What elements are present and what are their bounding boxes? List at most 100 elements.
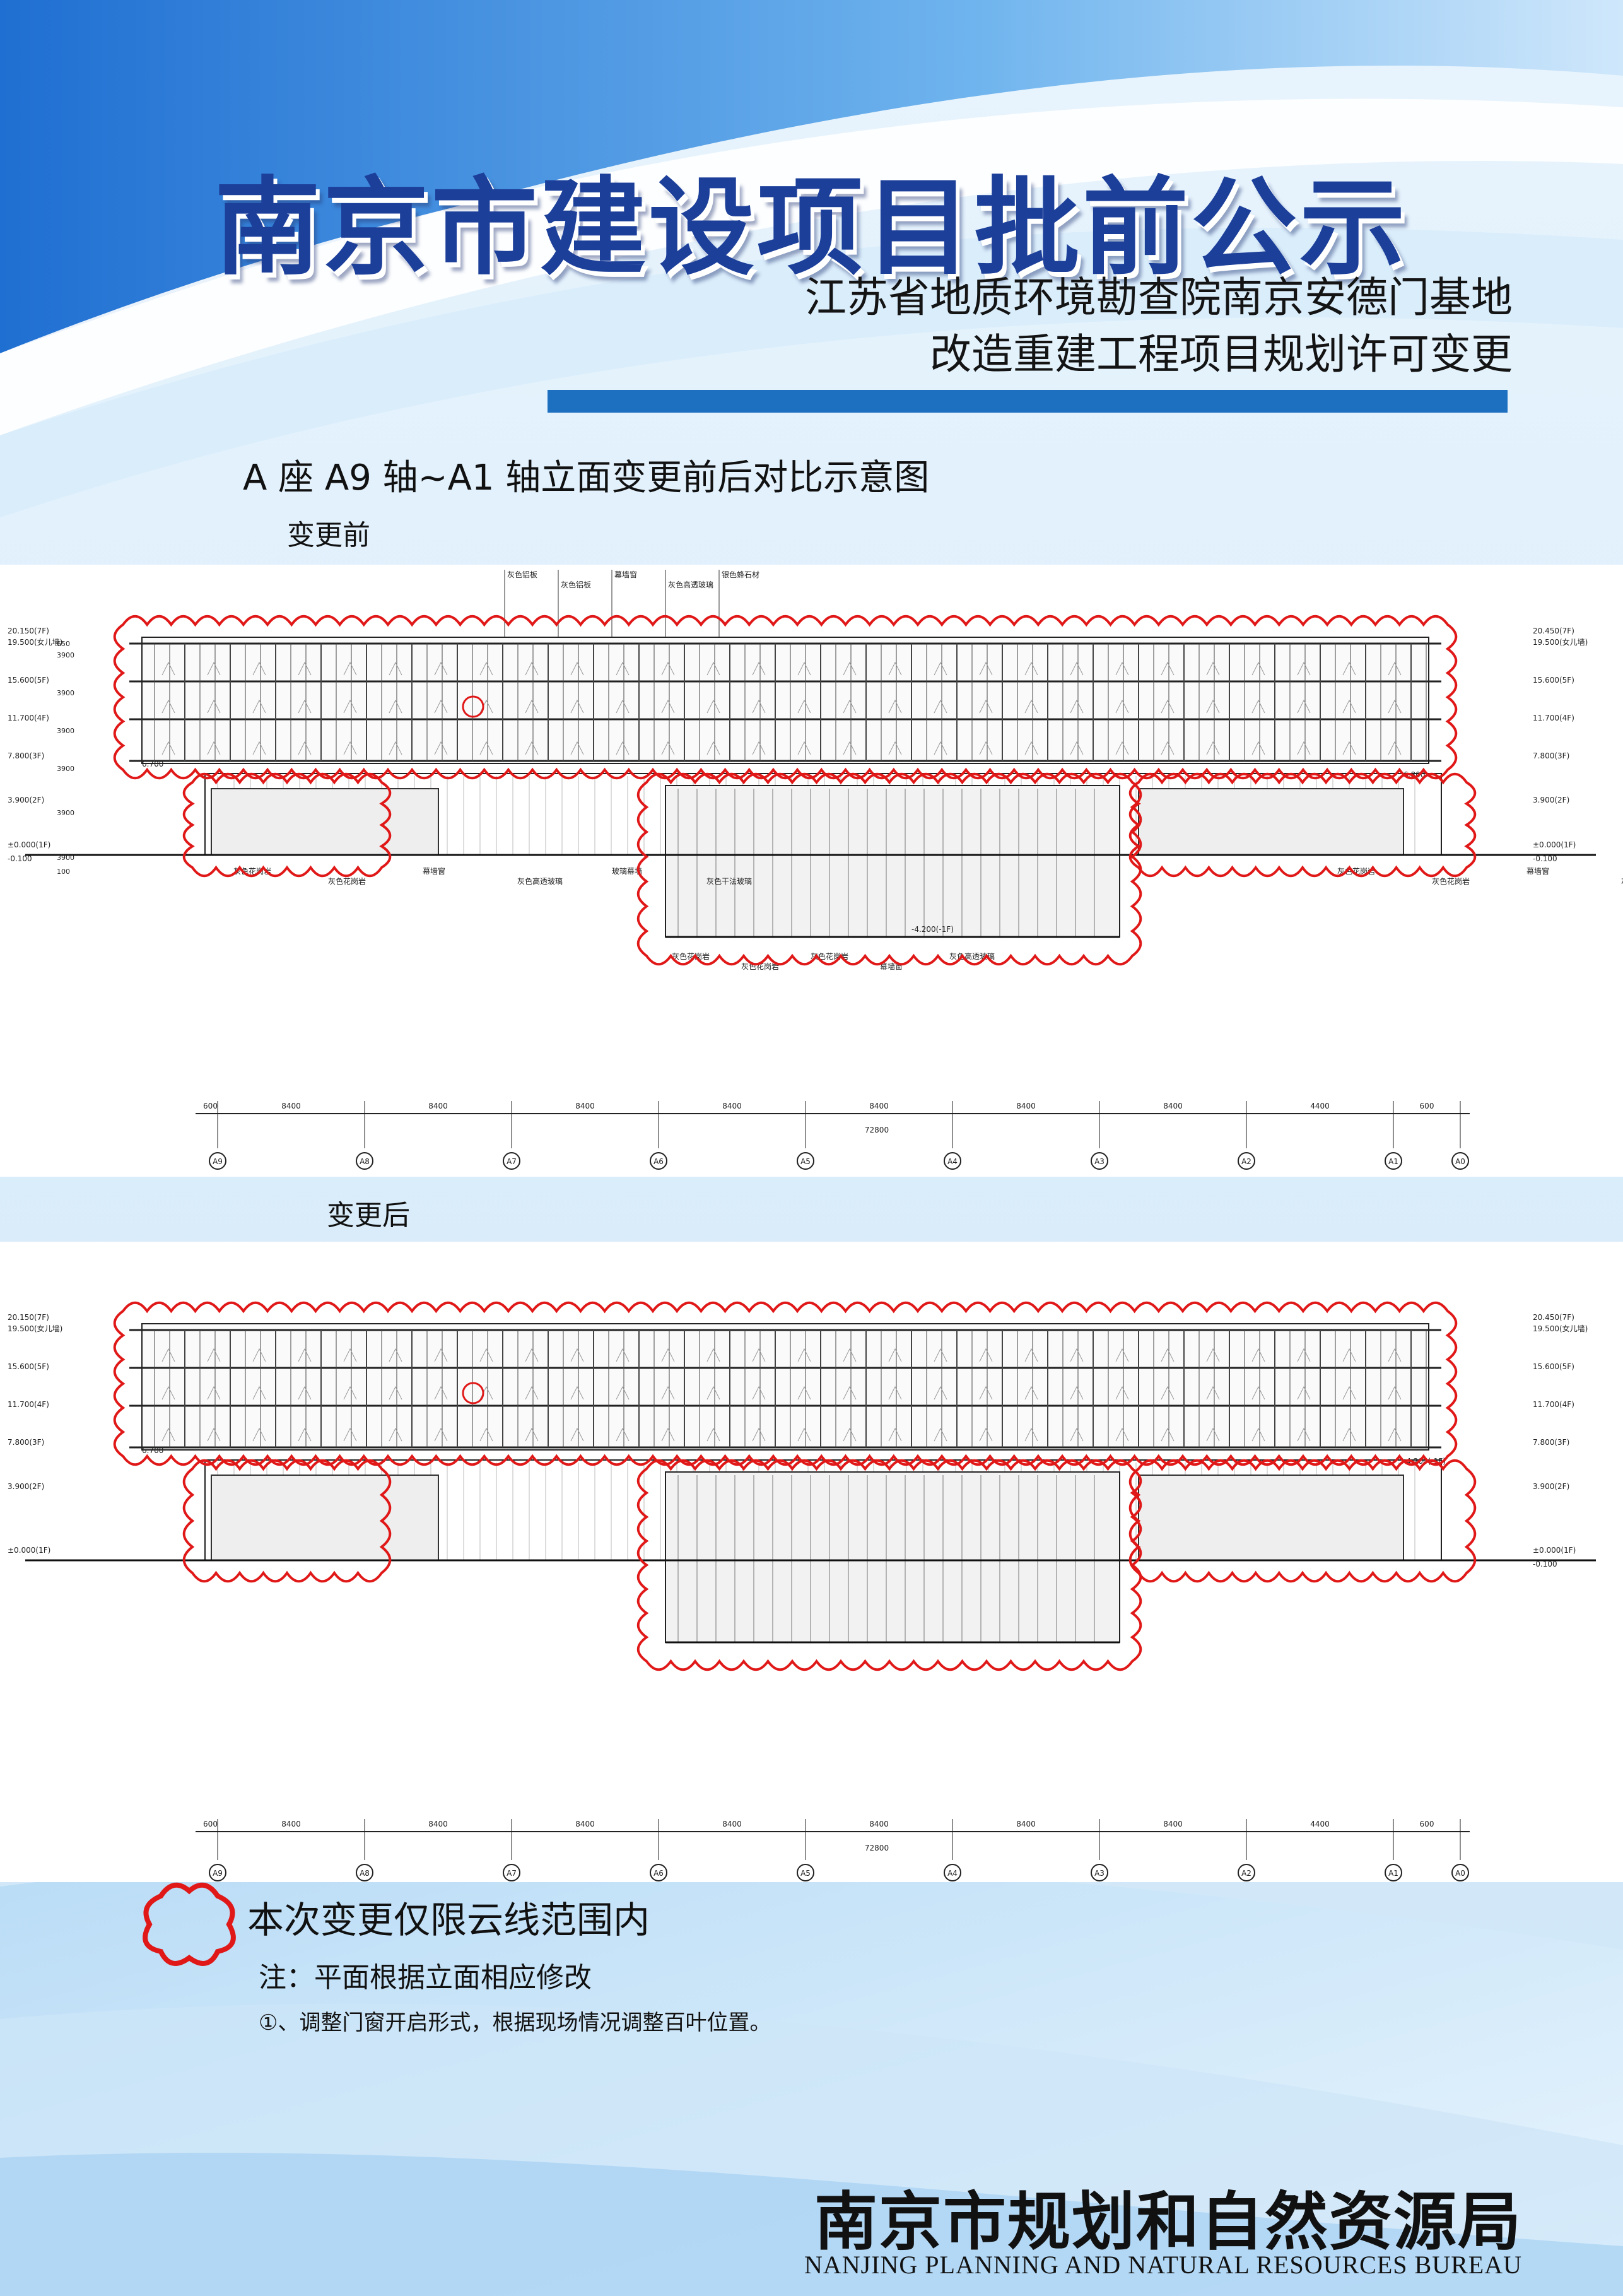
elevation-mark-right: 7.800(3F) [1533, 751, 1569, 760]
stone-panel-right [1138, 1475, 1404, 1561]
span-dimension: 8400 [1163, 1820, 1183, 1828]
vertical-dimension: 3900 [57, 651, 74, 659]
fin-mark [1251, 661, 1265, 755]
elevation-mark-right: 11.700(4F) [1533, 1400, 1574, 1409]
fin-mark [161, 1348, 175, 1442]
axis-bubble [1451, 1864, 1469, 1881]
revision-cloud [1128, 772, 1477, 878]
axis-label: A7 [507, 1157, 517, 1166]
fin-mark [252, 661, 266, 755]
elevation-mark-left: 15.600(5F) [8, 676, 49, 685]
vertical-dimension: 3900 [57, 809, 74, 817]
cloud-line-legend-text: 本次变更仅限云线范围内 [247, 1899, 650, 1941]
fin-mark [1342, 1348, 1356, 1442]
elevation-mark-right: -0.100 [1533, 854, 1557, 863]
elevation-mark-right: ±0.000(1F) [1533, 840, 1576, 849]
fin-mark [1115, 661, 1129, 755]
revision-cloud [636, 1459, 1142, 1671]
axis-bubble [650, 1864, 667, 1881]
upper-building-outline [141, 1323, 1429, 1451]
revision-marker [462, 1382, 484, 1404]
span-dimension: 600 [203, 1102, 218, 1110]
elevation-mark-left: 20.150(7F) [8, 627, 49, 635]
axis-label: A3 [1094, 1869, 1104, 1878]
material-callout: 灰色高透玻璃 [668, 580, 713, 589]
fin-mark [797, 661, 811, 755]
fin-mark [1206, 661, 1220, 755]
project-name-line2: 改造重建工程项目规划许可变更 [930, 330, 1513, 379]
span-dimension: 8400 [869, 1102, 889, 1110]
elevation-mark-left: 7.800(3F) [8, 1438, 44, 1447]
project-name-line1: 江苏省地质环境勘查院南京安德门基地 [805, 273, 1513, 322]
basement-callout: 灰色花岗岩 [672, 951, 710, 961]
material-callout: 银色蜂石材 [722, 570, 759, 579]
axis-bubble [1091, 1864, 1108, 1881]
span-dimension: 8400 [575, 1820, 595, 1828]
axis-label: A8 [360, 1157, 370, 1166]
before-label: 变更前 [287, 519, 370, 551]
span-dimension: 8400 [1016, 1102, 1036, 1110]
span-dimension: 8400 [428, 1102, 448, 1110]
span-dimension: 600 [1420, 1820, 1434, 1828]
material-callout-bottom: 幕墙窗 [423, 867, 445, 876]
revision-cloud [636, 772, 1142, 966]
fin-mark [298, 661, 312, 755]
elevation-mark-right: 15.600(5F) [1533, 676, 1574, 685]
fin-mark [570, 661, 584, 755]
axis-bubble [356, 1864, 373, 1881]
material-callout-bottom: 灰色干法玻璃 [706, 877, 752, 886]
elevation-after-panel: 20.150(7F)19.500(女儿墙)15.600(5F)11.700(4F… [0, 1242, 1623, 1882]
fin-mark [1297, 1348, 1311, 1442]
fin-mark [525, 1348, 539, 1442]
elevation-mark-right: 19.500(女儿墙) [1533, 637, 1588, 647]
material-callout: 灰色铝板 [507, 570, 537, 579]
fin-mark [706, 1348, 720, 1442]
elevation-mark-left: 3.900(2F) [8, 1482, 44, 1491]
fin-mark [1297, 661, 1311, 755]
elevation-mark-left: 7.800(3F) [8, 751, 44, 760]
axis-bubble [1385, 1152, 1402, 1170]
vertical-dimension: 650 [57, 640, 70, 648]
level-mark: 6.700 [142, 1446, 163, 1455]
axis-label: A0 [1455, 1869, 1465, 1878]
axis-label: A4 [947, 1869, 958, 1878]
elevation-mark-right: 3.900(2F) [1533, 796, 1569, 804]
span-dimension: 4400 [1310, 1102, 1330, 1110]
fin-mark [1342, 661, 1356, 755]
header-divider-bar [548, 390, 1508, 413]
fin-mark [434, 1348, 448, 1442]
revision-cloud [182, 1459, 392, 1583]
basement-block [665, 785, 1120, 938]
fin-mark [207, 1348, 221, 1442]
axis-label: A2 [1241, 1869, 1251, 1878]
fin-mark [706, 661, 720, 755]
fin-mark [343, 661, 357, 755]
fin-mark [389, 1348, 402, 1442]
axis-bubble [1385, 1864, 1402, 1881]
fin-mark [1024, 661, 1038, 755]
revision-cloud [1128, 1459, 1477, 1583]
axis-label: A1 [1388, 1869, 1398, 1878]
change-item-1: ①、调整门窗开启形式，根据现场情况调整百叶位置。 [259, 2010, 771, 2035]
total-dimension: 72800 [865, 1126, 889, 1134]
fin-mark [389, 661, 402, 755]
stone-panel-right [1138, 788, 1404, 856]
material-callout-bottom: 灰色高透玻璃 [1621, 876, 1623, 886]
elevation-mark-left: ±0.000(1F) [8, 840, 50, 849]
material-callout-bottom: 灰色花岗岩 [328, 876, 366, 886]
axis-label: A1 [1388, 1157, 1398, 1166]
axis-bubble [1238, 1864, 1255, 1881]
axis-bubble [503, 1864, 520, 1881]
axis-label: A6 [653, 1869, 664, 1878]
axis-bubble [650, 1152, 667, 1170]
fin-mark [661, 1348, 675, 1442]
page-title: 南京市建设项目批前公示 [214, 165, 1408, 290]
diagram-caption: A 座 A9 轴~A1 轴立面变更前后对比示意图 [243, 457, 930, 498]
vertical-dimension: 100 [57, 868, 70, 876]
fin-mark [661, 661, 675, 755]
axis-bubble [944, 1864, 961, 1881]
span-dimension: 8400 [281, 1820, 301, 1828]
span-dimension: 8400 [281, 1102, 301, 1110]
elevation-mark-left: 11.700(4F) [8, 714, 49, 722]
axis-bubble [1091, 1152, 1108, 1170]
